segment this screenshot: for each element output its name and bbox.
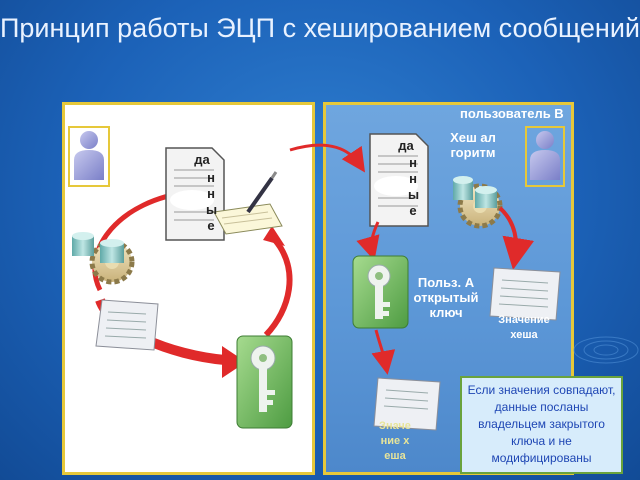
public-key-label: Польз. А открытый ключ xyxy=(413,275,479,320)
hash-value-scroll-right-2 xyxy=(373,377,441,431)
hash-value-label-1: Значение хеша xyxy=(498,314,550,341)
signing-pen-icon xyxy=(213,171,283,235)
user-b-icon xyxy=(525,126,565,187)
hash-value-scroll-right-1 xyxy=(489,267,561,321)
hash-algorithm-gears-left xyxy=(72,232,135,285)
right-doc-label-vertical: нные xyxy=(408,155,420,218)
arrow-to-hash-1 xyxy=(498,206,535,270)
public-key-card-icon xyxy=(352,255,409,329)
hash-value-label-2: Значение хеша xyxy=(379,420,411,462)
arrow-to-key xyxy=(356,221,380,261)
user-b-label: пользователь В xyxy=(460,106,564,121)
right-doc-label-top: да xyxy=(398,138,414,153)
transfer-arrow xyxy=(289,143,365,173)
page-title: Принцип работы ЭЦП с хешированием сообще… xyxy=(0,13,640,43)
hash-value-scroll-left xyxy=(95,299,159,351)
received-document-icon xyxy=(369,133,429,227)
private-key-card-icon xyxy=(236,335,293,429)
data-document-icon xyxy=(165,147,225,241)
left-doc-label-top: да xyxy=(194,152,210,167)
user-a-icon xyxy=(68,126,110,187)
arrow-to-hash-2 xyxy=(371,329,396,375)
decorative-ripples xyxy=(573,336,639,364)
hash-algorithm-gears-right xyxy=(453,176,503,229)
hash-algorithm-label: Хеш алгоритм xyxy=(450,130,496,160)
left-doc-label-vertical: нные xyxy=(206,170,218,233)
verification-note: Если значения совпадают, данные посланы … xyxy=(460,376,623,474)
